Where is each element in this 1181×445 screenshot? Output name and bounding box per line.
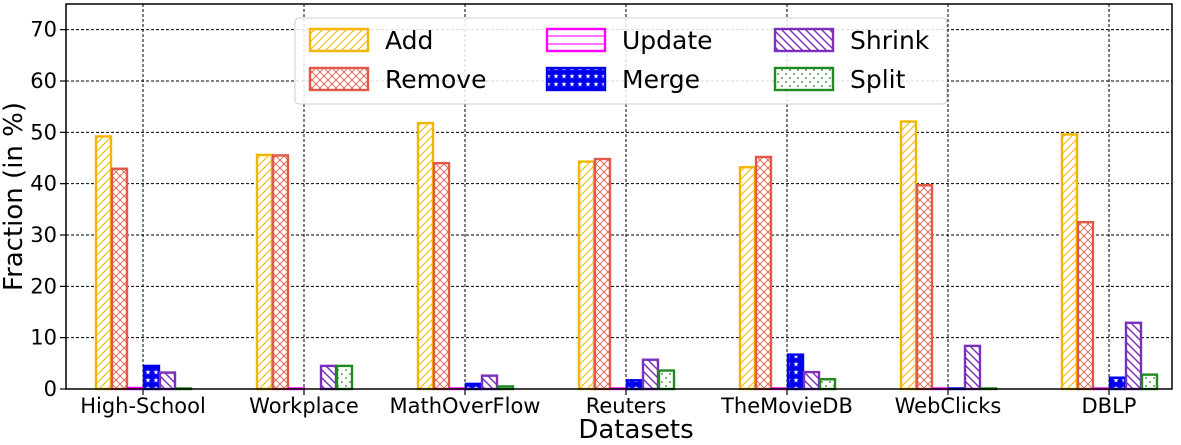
bar-shrink-reuters [641,358,660,391]
bar-split-workplace [335,364,354,391]
bar-remove-mathoverflow [432,161,451,391]
y-tick-label: 20 [30,274,57,298]
bar-merge-dblp [1108,376,1127,391]
bar-merge-themoviedb [786,353,805,391]
legend-label-merge: Merge [622,65,700,94]
legend-label-remove: Remove [385,65,486,94]
bar-remove-dblp [1076,220,1095,391]
legend-label-shrink: Shrink [850,26,930,55]
x-tick-label: Reuters [586,394,667,418]
bar-add-reuters [577,160,596,391]
x-tick-label: MathOverFlow [390,394,541,418]
y-tick-label: 30 [30,223,57,247]
bar-add-themoviedb [738,166,757,391]
bar-merge-reuters [625,379,644,391]
bar-remove-themoviedb [754,155,773,391]
bar-shrink-webclicks [963,344,982,391]
bar-add-mathoverflow [416,121,435,391]
legend-swatch-split [773,66,835,92]
bar-merge-mathoverflow [464,382,483,391]
bar-add-dblp [1060,133,1079,391]
legend-swatch-merge [545,66,607,92]
y-axis: 0 10 20 30 40 50 60 70 [30,18,66,401]
x-axis-title: Datasets [578,415,693,441]
bar-remove-reuters [593,157,612,391]
bar-shrink-high-school [158,371,177,391]
legend-label-split: Split [850,65,906,94]
x-tick-label: DBLP [1082,394,1137,418]
x-axis: High-School Workplace MathOverFlow Reuters T… [80,389,1136,418]
bar-shrink-themoviedb [802,370,821,391]
bar-merge-high-school [142,364,161,391]
legend-label-update: Update [622,26,713,55]
y-tick-label: 70 [30,18,57,42]
bar-add-high-school [94,135,113,391]
legend-swatch-shrink [773,27,835,53]
y-axis-title: Fraction (in %) [0,102,29,291]
legend-swatch-add [308,27,370,53]
bar-remove-high-school [110,167,129,391]
bar-shrink-mathoverflow [480,374,499,391]
x-tick-label: WebClicks [895,394,1002,418]
y-tick-label: 60 [30,69,57,93]
y-tick-label: 0 [44,377,57,401]
bar-add-workplace [255,153,274,391]
x-tick-label: Workplace [249,394,359,418]
bar-shrink-workplace [319,364,338,391]
bar-shrink-dblp [1124,321,1143,391]
y-tick-label: 10 [30,326,57,350]
legend-swatch-update [545,27,607,53]
y-tick-label: 40 [30,172,57,196]
bars [94,120,1159,391]
bar-add-webclicks [899,120,918,391]
y-tick-label: 50 [30,120,57,144]
bar-split-dblp [1140,373,1159,391]
bar-remove-webclicks [915,184,934,391]
x-tick-label: High-School [80,394,206,418]
bar-split-reuters [657,369,676,391]
bar-split-themoviedb [818,378,837,391]
bar-remove-workplace [271,154,290,391]
plot-frame [65,3,1173,390]
x-tick-label: TheMovieDB [720,394,853,418]
legend-swatch-remove [308,66,370,92]
legend-label-add: Add [385,26,433,55]
